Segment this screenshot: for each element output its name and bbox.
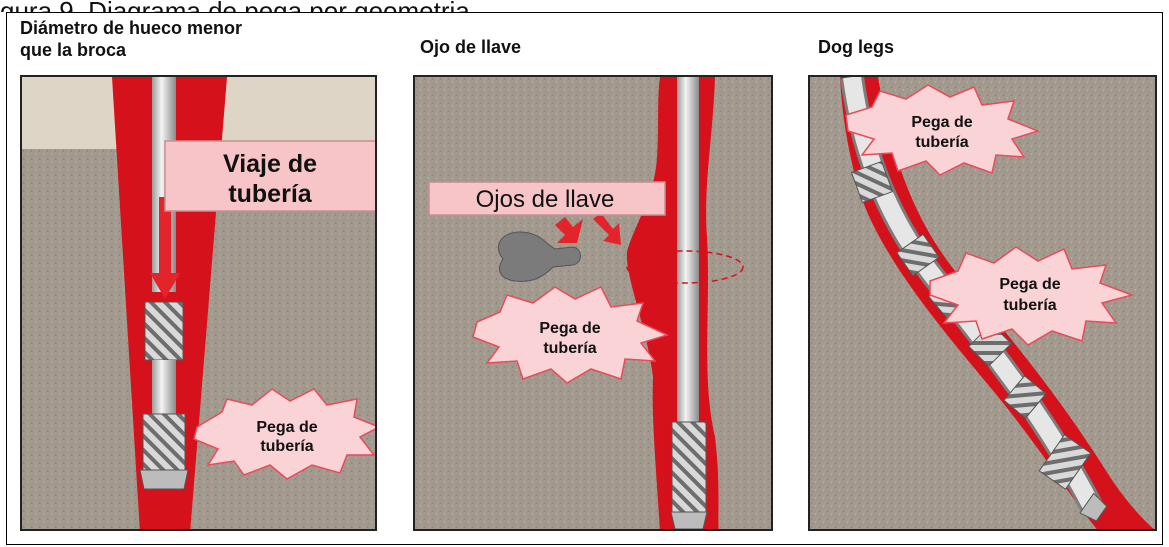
- stuck-pipe-burst-line2: tubería: [260, 438, 313, 455]
- stabilizer: [672, 422, 706, 512]
- stuck-pipe-burst-line2: tubería: [543, 340, 596, 357]
- panel-1-title-line1: Diámetro de hueco menor: [20, 17, 242, 39]
- stuck-pipe-burst-line1: Pega de: [539, 320, 600, 337]
- drill-pipe: [677, 77, 699, 422]
- panel-1-title: Diámetro de hueco menor que la broca: [20, 17, 242, 61]
- panel-3-diagram: Pega de tubería Pega de tubería: [808, 75, 1157, 531]
- stuck-pipe-burst-mid-line2: tubería: [1003, 297, 1056, 314]
- stuck-pipe-burst-top-line1: Pega de: [911, 114, 972, 131]
- panel-2-title: Ojo de llave: [420, 36, 521, 58]
- panel-1-svg: Viaje de tubería Pega de tubería: [22, 77, 377, 531]
- drill-bit: [140, 470, 188, 489]
- trip-callout-line1: Viaje de: [223, 150, 317, 178]
- drill-collar: [152, 360, 176, 414]
- stuck-pipe-burst-mid-line1: Pega de: [999, 276, 1060, 293]
- stuck-pipe-burst-top-line2: tubería: [915, 134, 968, 151]
- stabilizer-upper: [145, 302, 183, 360]
- drill-bit: [671, 512, 707, 529]
- panel-1-title-line2: que la broca: [20, 39, 242, 61]
- figure-caption-text: gura 9. Diagrama de pega por geometria: [0, 0, 470, 12]
- panel-2-svg: Ojos de llave Pega de tubería: [415, 77, 773, 531]
- figure-caption-fragment: gura 9. Diagrama de pega por geometria: [0, 0, 1169, 12]
- panel-2-diagram: Ojos de llave Pega de tubería: [413, 75, 773, 531]
- trip-callout-line2: tubería: [228, 180, 312, 208]
- panel-3-title: Dog legs: [818, 36, 894, 58]
- stuck-pipe-burst-line1: Pega de: [256, 419, 317, 436]
- stabilizer-lower: [143, 414, 185, 470]
- keyseat-callout-text: Ojos de llave: [476, 186, 615, 213]
- panel-1-diagram: Viaje de tubería Pega de tubería: [20, 75, 377, 531]
- panel-3-svg: Pega de tubería Pega de tubería: [810, 77, 1157, 531]
